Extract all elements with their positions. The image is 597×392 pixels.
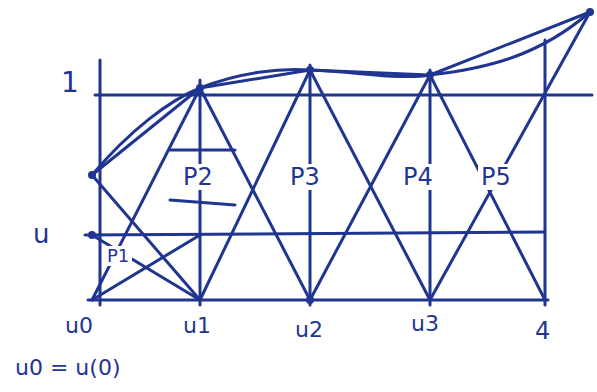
axis-label: u0: [62, 314, 96, 338]
node-dot: [88, 171, 96, 179]
strike-mark: [170, 149, 235, 152]
node-dot: [426, 71, 434, 79]
hat-function: [430, 12, 590, 300]
axis-label: u2: [292, 318, 326, 342]
axis-label: P2: [180, 164, 216, 190]
hat-function: [92, 235, 200, 300]
hat-function: [92, 88, 310, 300]
strike-mark: [170, 200, 235, 205]
axis-label: u3: [408, 312, 442, 336]
axis-label: P3: [287, 164, 323, 190]
node-dots: [88, 8, 594, 304]
axis-label: 4: [532, 318, 553, 344]
node-dot: [306, 66, 314, 74]
axis-label: 1: [58, 68, 82, 98]
node-dot: [586, 8, 594, 16]
grid-line: [199, 80, 202, 305]
axis-label: u1: [180, 314, 214, 338]
grid-line: [544, 40, 547, 305]
node-dot: [196, 84, 204, 92]
node-dot: [306, 296, 314, 304]
base-line: [88, 299, 548, 302]
hat-function: [92, 175, 200, 300]
hat-function: [92, 235, 200, 300]
level-u-line: [85, 232, 545, 235]
axis-label: P5: [478, 164, 514, 190]
hat-function: [310, 75, 545, 300]
hat-function: [200, 70, 430, 300]
level-one-line: [95, 94, 592, 97]
axis-label: P1: [104, 246, 132, 266]
axis-label: u: [30, 220, 52, 248]
node-dot: [88, 231, 96, 239]
axis-label: P4: [400, 164, 436, 190]
note-text: u0 = u(0): [12, 356, 123, 380]
